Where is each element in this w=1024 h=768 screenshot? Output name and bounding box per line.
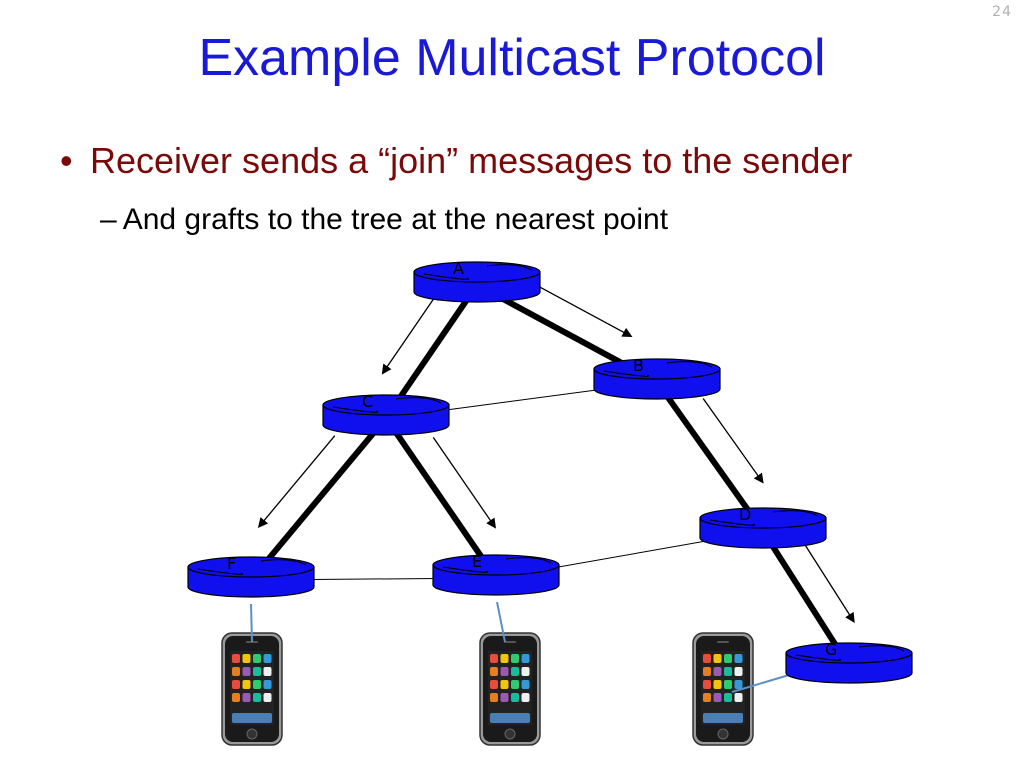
- sub-bullet-text: And grafts to the tree at the nearest po…: [122, 203, 669, 236]
- receiver-link-F: [250, 603, 253, 643]
- router-label-e: E: [472, 552, 482, 571]
- router-label-d: D: [739, 505, 751, 524]
- sub-bullet-item: –And grafts to the tree at the nearest p…: [100, 203, 668, 237]
- page-number: 24: [992, 4, 1012, 20]
- router-b: B: [593, 356, 721, 400]
- router-a: A: [413, 259, 541, 303]
- phone-icon: [692, 632, 754, 746]
- slide-title: Example Multicast Protocol: [198, 29, 826, 87]
- router-label-a: A: [453, 259, 464, 278]
- phone-icon: [479, 632, 541, 746]
- tree-link-C-E: [383, 416, 499, 580]
- sub-bullet-marker: –: [100, 203, 117, 236]
- join-arrow-B-D: [702, 398, 764, 484]
- router-f: F: [187, 554, 315, 598]
- bullet-marker: •: [60, 140, 73, 181]
- router-g: G: [785, 640, 913, 684]
- join-arrow-A-B: [529, 281, 633, 337]
- router-d: D: [699, 505, 827, 549]
- router-label-b: B: [633, 356, 644, 375]
- bullet-item: • Receiver sends a “join” messages to the…: [60, 140, 852, 182]
- router-label-c: C: [362, 392, 373, 411]
- router-label-f: F: [227, 554, 236, 573]
- tree-link-C-F: [248, 416, 389, 582]
- bullet-text: Receiver sends a “join” messages to the …: [90, 140, 853, 181]
- join-arrow-C-E: [432, 436, 497, 529]
- join-arrow-C-F: [257, 435, 336, 528]
- receiver-link-G: [731, 674, 790, 693]
- router-label-g: G: [825, 640, 837, 659]
- router-e: E: [432, 552, 560, 596]
- join-arrow-A-C: [381, 298, 435, 375]
- phone-icon: [221, 632, 283, 746]
- router-c: C: [322, 392, 450, 436]
- join-arrow-D-G: [804, 545, 855, 623]
- receiver-link-E: [496, 601, 506, 643]
- tree-link-B-D: [654, 380, 766, 533]
